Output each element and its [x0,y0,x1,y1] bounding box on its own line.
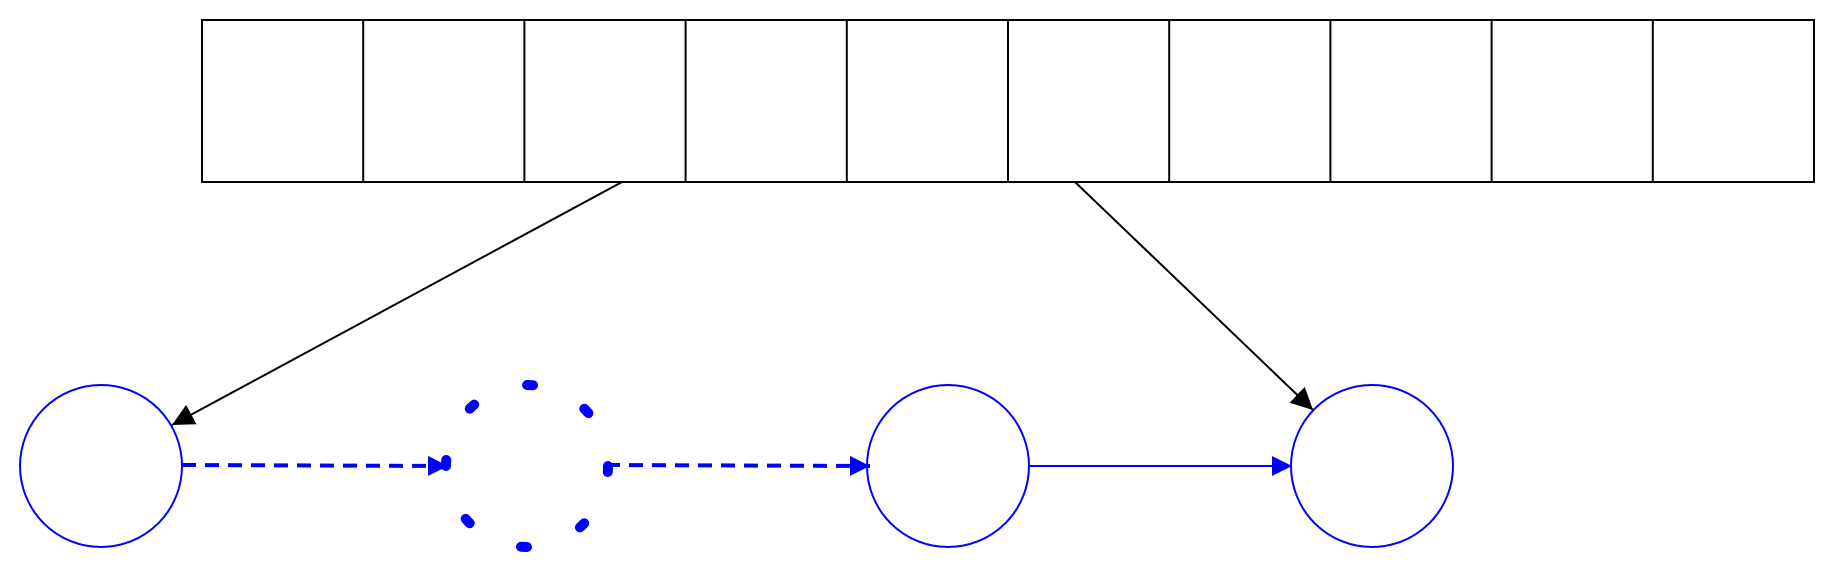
dashed-link-node-2-to-node-3 [605,455,871,476]
list-node-1 [19,384,183,548]
pointer-arrow-to-node-1 [171,181,623,426]
list-node-4 [1290,384,1454,548]
pointer-arrow-to-node-4 [1074,181,1314,411]
dashed-link-node-1-to-node-2 [181,455,449,476]
array [201,19,1815,183]
list-node-2-dotted [441,380,613,552]
list-nodes [19,380,1454,552]
list-node-3 [866,384,1030,548]
list-links [181,455,1292,476]
pointers [171,181,1314,426]
